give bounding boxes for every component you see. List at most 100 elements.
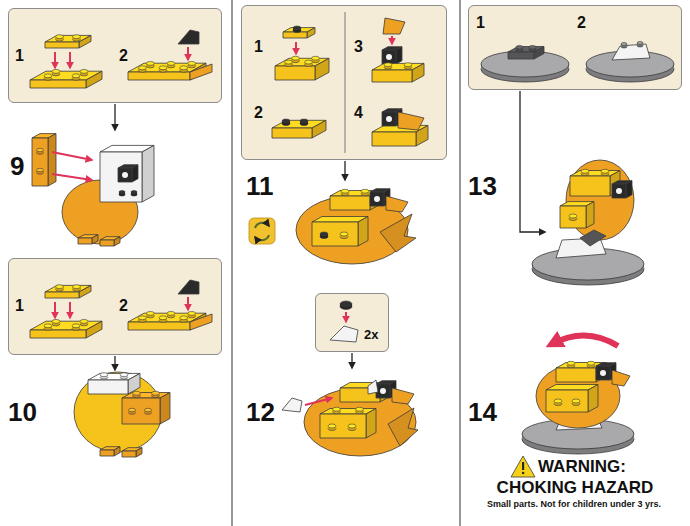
warning-mark	[522, 462, 524, 470]
stud-top	[569, 214, 577, 218]
stud	[146, 61, 154, 67]
bird-body	[74, 372, 162, 452]
stud-top	[72, 324, 80, 328]
stud-top	[37, 148, 44, 152]
stud-top	[293, 26, 301, 30]
substep-number: 2	[119, 47, 128, 65]
stud-top	[56, 35, 64, 39]
stud-top	[637, 42, 643, 45]
stud-top	[285, 60, 293, 64]
brick	[45, 285, 91, 298]
panel-fill	[315, 293, 389, 352]
step-number: 12	[246, 398, 275, 427]
panel-fill	[8, 8, 222, 103]
stud	[356, 407, 364, 413]
substep-number: 1	[15, 297, 24, 315]
guide-arrow	[52, 152, 92, 160]
brick-front	[560, 206, 586, 228]
stud	[56, 285, 64, 291]
stud	[159, 316, 167, 322]
quantity-text: 2x	[364, 328, 378, 342]
substep-panel: 12	[8, 258, 222, 355]
brick-front	[372, 132, 416, 146]
stud	[384, 63, 392, 69]
brick-side	[128, 373, 140, 394]
stud-top	[167, 311, 175, 315]
brick-front	[272, 128, 312, 138]
stud	[361, 189, 369, 195]
stud	[167, 61, 175, 67]
eye-pupil	[386, 116, 392, 122]
stud	[320, 232, 328, 239]
fin-piece	[388, 408, 418, 446]
guide-arrow	[114, 356, 115, 370]
stud	[152, 391, 160, 397]
stud-top	[129, 408, 136, 412]
stand-disc	[481, 51, 569, 82]
stud-top	[52, 69, 60, 73]
brick	[372, 63, 424, 82]
stud-top	[119, 191, 125, 194]
stud	[37, 148, 44, 154]
eye-pupil	[374, 196, 380, 202]
brick-front	[546, 390, 588, 412]
brick	[275, 58, 329, 80]
stud-top	[300, 119, 308, 123]
brick-side	[132, 165, 138, 182]
brick-side	[366, 409, 376, 439]
guide-arrow	[187, 47, 189, 60]
eye-pupil	[386, 54, 392, 60]
stud	[285, 60, 293, 66]
brick-side	[142, 145, 154, 202]
stud-top	[159, 316, 167, 320]
stud-top	[52, 319, 60, 323]
column-divider	[460, 0, 461, 526]
substep-number: 1	[15, 47, 24, 65]
brick-front	[118, 168, 132, 182]
stud-top	[80, 69, 88, 73]
sub-assembly-step-11	[272, 12, 428, 180]
sub-assembly	[30, 280, 212, 338]
brick-side	[307, 28, 315, 38]
stud	[72, 324, 80, 330]
brick-front	[320, 414, 366, 438]
guide-arrow	[351, 353, 352, 368]
stud-top	[44, 74, 52, 78]
figure-step-9	[32, 104, 154, 246]
warning-triangle	[511, 456, 535, 477]
stud	[516, 45, 523, 51]
stud-top	[529, 45, 536, 49]
stud-top	[80, 319, 88, 323]
stud	[72, 74, 80, 80]
brick-front	[30, 80, 86, 88]
brick-side	[396, 47, 402, 64]
brick	[30, 321, 102, 338]
stud-top	[56, 285, 64, 289]
panel-divider	[344, 12, 345, 153]
warning-text: CHOKING HAZARD	[470, 479, 680, 498]
eye-piece	[612, 181, 632, 198]
sub-assembly-step-13	[481, 42, 674, 233]
stud-top	[320, 232, 328, 236]
stud-top	[180, 316, 188, 320]
substep-number: 2	[577, 14, 586, 32]
stud-top	[146, 311, 154, 315]
eye-pupil	[122, 172, 128, 178]
stud-top	[340, 301, 352, 307]
brick	[118, 165, 138, 182]
stud	[44, 324, 52, 330]
stud-top	[282, 119, 290, 123]
stud-top	[120, 373, 128, 377]
brick	[560, 202, 594, 228]
brick-side	[79, 35, 91, 48]
stud	[529, 45, 536, 51]
stud-top	[312, 56, 320, 60]
figure-step-14	[522, 335, 634, 454]
stud	[44, 74, 52, 80]
brick	[88, 373, 140, 394]
stud	[138, 316, 146, 322]
figure-step-10	[74, 356, 170, 457]
stud-top	[188, 311, 196, 315]
stud	[52, 69, 60, 75]
